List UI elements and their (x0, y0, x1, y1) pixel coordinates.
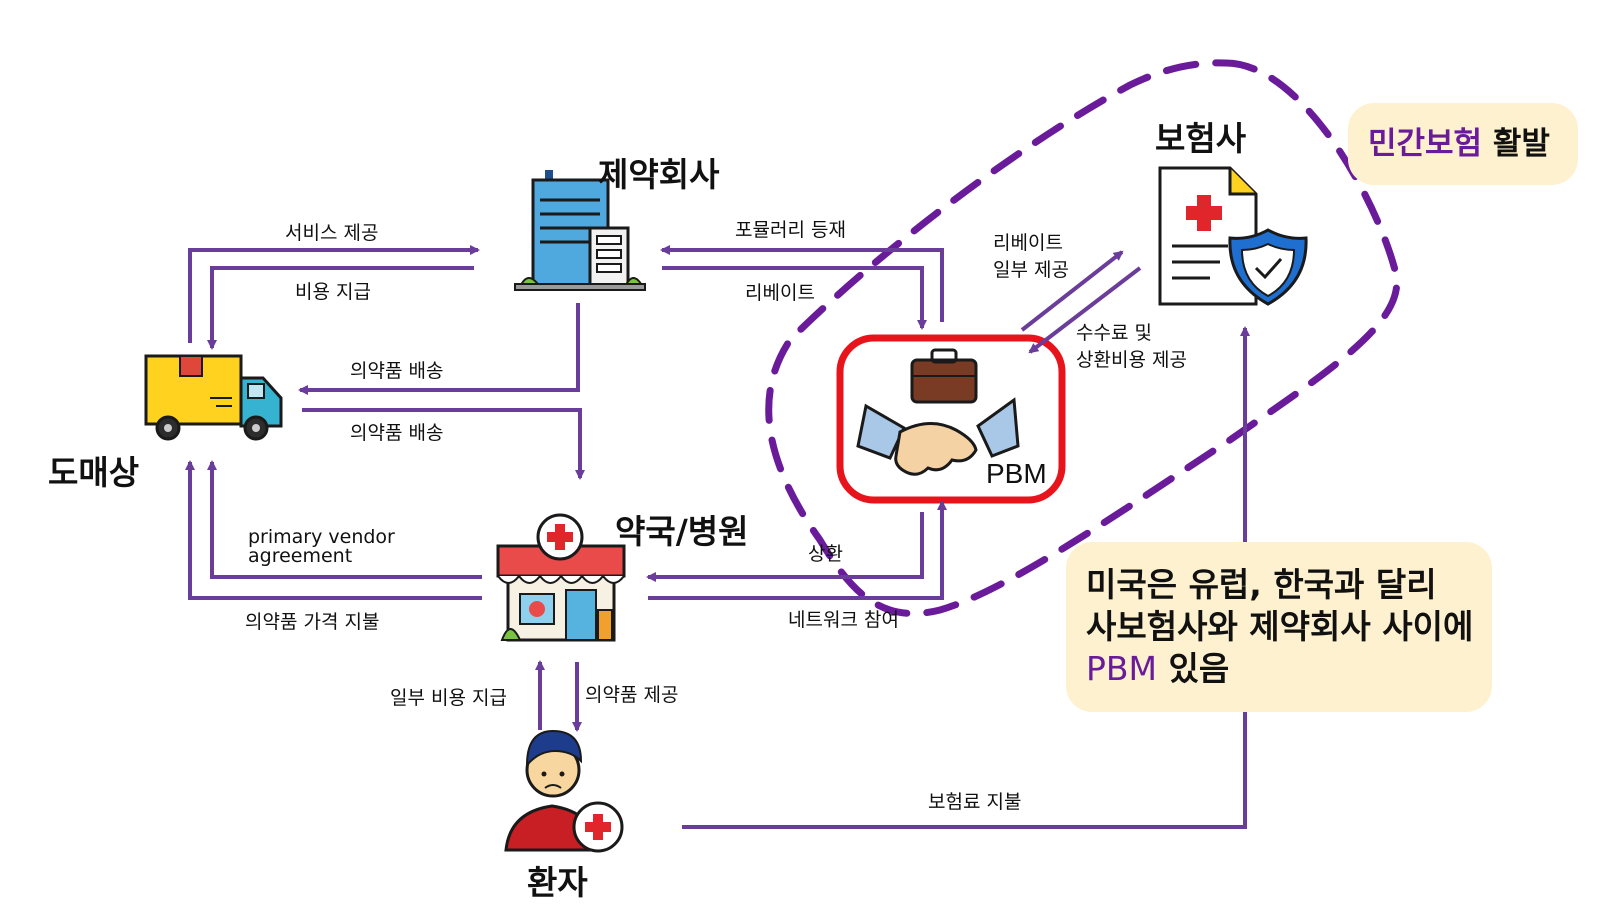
arrow-drug-delivery-2 (302, 408, 585, 480)
pbm-label: PBM (986, 458, 1047, 489)
label-network: 네트워크 참여 (788, 609, 899, 631)
insurer-title: 보험사 (1155, 119, 1247, 158)
patient-title: 환자 (527, 863, 588, 902)
arrow-rebate-share (1020, 250, 1124, 332)
patient-icon (504, 729, 624, 853)
pharmacy-title: 약국/병원 (615, 512, 749, 551)
label-drug-price: 의약품 가격 지불 (245, 611, 380, 633)
label-rebate-share-2: 일부 제공 (993, 259, 1069, 281)
callout-line-2: 사보험사와 제약회사 사이에 (1086, 607, 1474, 646)
arrow-reimbursement (646, 512, 924, 582)
arrow-premium (682, 326, 1250, 829)
insurance-document-icon (1158, 166, 1308, 306)
arrow-drug-delivery-1 (298, 303, 580, 395)
wholesaler-title: 도매상 (48, 453, 140, 492)
label-copay: 일부 비용 지급 (390, 687, 507, 709)
callout-private-insurance: 민간보험 활발 (1348, 103, 1578, 185)
label-pva-1: primary vendor (248, 526, 395, 548)
arrow-drug-price (185, 460, 482, 600)
callout-line-1: 미국은 유럽, 한국과 달리 (1086, 565, 1437, 604)
label-drug-provide: 의약품 제공 (585, 684, 679, 706)
arrows (185, 245, 1250, 829)
label-drug-delivery-2: 의약품 배송 (350, 422, 444, 444)
private-insurance-region (765, 59, 1401, 617)
callout-private-insurance-rest: 활발 (1482, 126, 1550, 162)
handshake-briefcase-icon (856, 348, 1020, 476)
label-service: 서비스 제공 (285, 222, 379, 244)
label-fee-1: 수수료 및 (1076, 322, 1152, 344)
label-rebate-share-1: 리베이트 (993, 232, 1063, 254)
label-pva-2: agreement (248, 545, 353, 567)
callout-line-3-accent: PBM (1086, 649, 1158, 688)
arrow-cost-payment (207, 266, 474, 350)
factory-building-icon (514, 170, 646, 291)
label-cost-payment: 비용 지급 (295, 281, 371, 303)
arrow-network (648, 500, 947, 600)
label-drug-delivery-1: 의약품 배송 (350, 360, 444, 382)
label-fee-2: 상환비용 제공 (1076, 349, 1187, 371)
arrow-rebate (662, 266, 927, 330)
manufacturer-title: 제약회사 (598, 155, 720, 194)
callout-line-3-rest: 있음 (1157, 649, 1230, 688)
arrow-service (188, 245, 480, 343)
arrow-fee (1028, 266, 1142, 354)
label-formulary: 포뮬러리 등재 (735, 219, 846, 241)
callout-pbm-note: 미국은 유럽, 한국과 달리 사보험사와 제약회사 사이에 PBM 있음 (1066, 542, 1492, 712)
label-premium: 보험료 지불 (928, 791, 1022, 813)
pharmacy-store-icon (496, 513, 626, 642)
arrow-pva (207, 460, 482, 579)
arrow-formulary (660, 245, 944, 322)
callout-private-insurance-accent: 민간보험 (1368, 126, 1483, 162)
label-rebate: 리베이트 (745, 282, 815, 304)
delivery-truck-icon (144, 354, 283, 441)
label-reimbursement: 상환 (808, 543, 843, 565)
